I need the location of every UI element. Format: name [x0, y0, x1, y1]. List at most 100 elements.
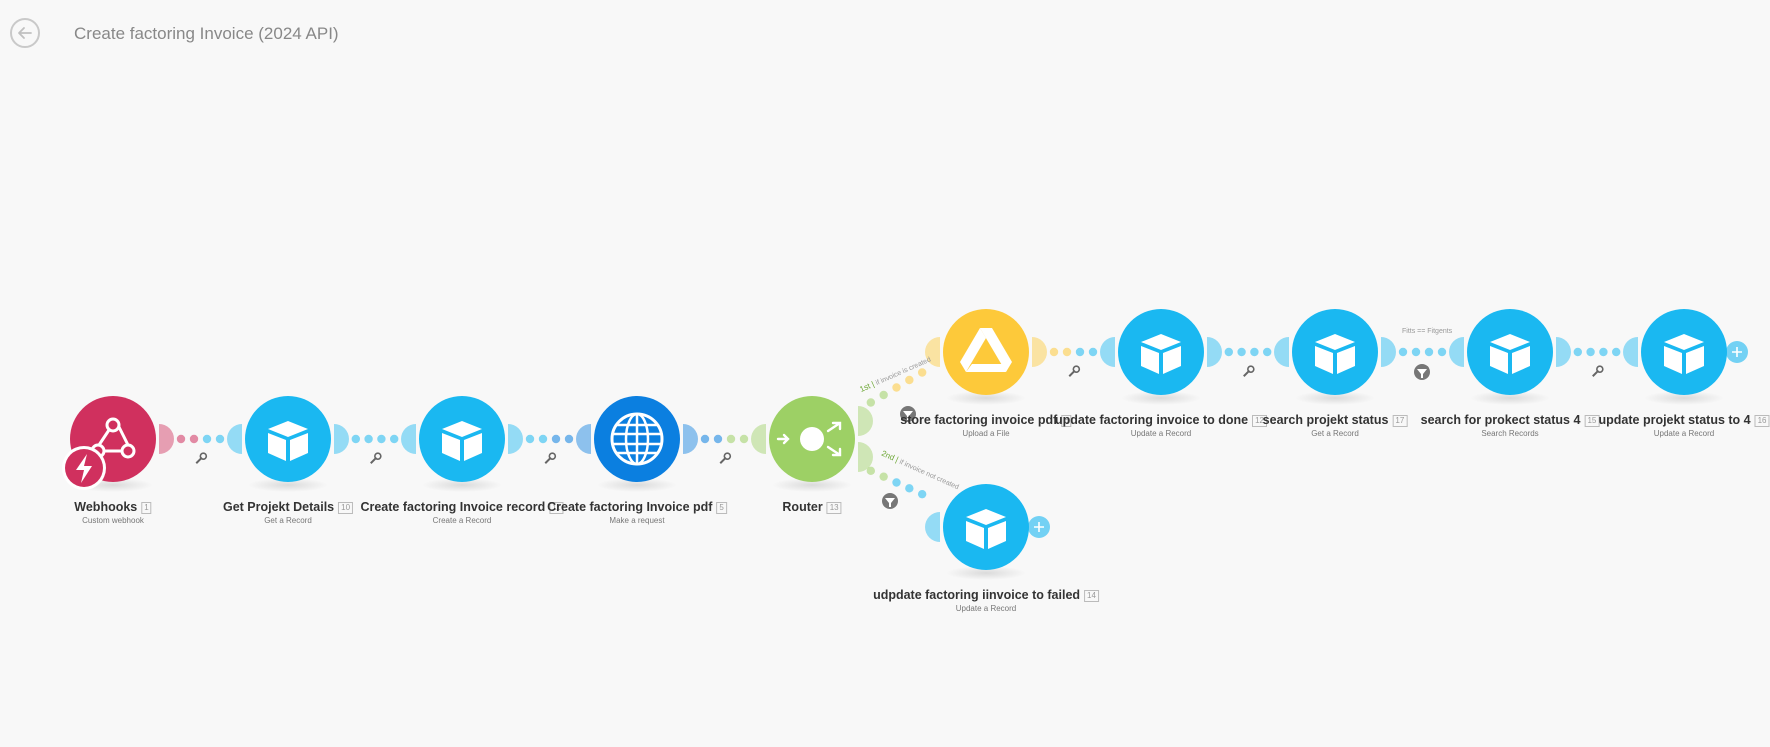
connector-dot: [1263, 347, 1272, 357]
module-number: 5: [716, 501, 727, 514]
module-handle[interactable]: [858, 406, 873, 436]
filter-icon[interactable]: [882, 493, 898, 509]
module-action: Update a Record: [1130, 429, 1192, 438]
module-name: Get Projekt Details: [222, 500, 335, 514]
module-handle[interactable]: [925, 337, 940, 367]
add-module-icon[interactable]: [1726, 341, 1748, 363]
connector-dot: [1424, 347, 1434, 357]
module-handle[interactable]: [1623, 337, 1638, 367]
module-handle[interactable]: [1207, 337, 1222, 367]
module-action: Upload a File: [962, 429, 1010, 438]
module-handle[interactable]: [683, 424, 698, 454]
module-handle[interactable]: [159, 424, 174, 454]
module-search-projekt-status[interactable]: [1292, 309, 1378, 405]
connector-dot: [1250, 347, 1259, 357]
add-module-icon[interactable]: [1028, 516, 1050, 538]
module-handle[interactable]: [508, 424, 523, 454]
connector-dot: [202, 434, 212, 444]
module-handle[interactable]: [401, 424, 416, 454]
module-number: 10: [338, 501, 354, 514]
connectors: [159, 337, 1638, 542]
module-handle[interactable]: [1274, 337, 1289, 367]
connector-dot: [713, 434, 723, 444]
wrench-icon[interactable]: [194, 452, 208, 465]
wrench-icon[interactable]: [1591, 365, 1604, 378]
connector-dot: [189, 434, 199, 444]
module-store-factoring-invoice-pdf[interactable]: [943, 309, 1029, 405]
module-handle[interactable]: [1556, 337, 1571, 367]
module-name: search projekt status: [1262, 413, 1389, 427]
module-create-factoring-invoice-record[interactable]: [419, 396, 505, 492]
module-name: search for prokect status 4: [1420, 413, 1581, 427]
module-update-projekt-status-to-4[interactable]: [1641, 309, 1727, 405]
instant-trigger-icon: [62, 446, 106, 490]
connector-dot: [551, 434, 561, 444]
module-handle[interactable]: [1100, 337, 1115, 367]
connector-dot: [1224, 347, 1234, 357]
module-handle[interactable]: [751, 424, 766, 454]
module-handle[interactable]: [858, 442, 873, 472]
connector-dot: [1411, 347, 1421, 357]
connector-dot: [1573, 347, 1583, 357]
connector-dot: [1237, 347, 1246, 357]
module-action: Search Records: [1481, 429, 1539, 438]
module-name: update projekt status to 4: [1598, 413, 1751, 427]
wrench-icon[interactable]: [718, 452, 732, 465]
module-update-factoring-invoice-to-done[interactable]: [1118, 309, 1204, 405]
module-create-factoring-invoice-pdf[interactable]: [594, 396, 680, 492]
connector-dot: [879, 472, 888, 481]
wrench-icon[interactable]: [1242, 365, 1255, 378]
connector-dot: [351, 434, 360, 444]
module-name: Create factoring Invoice record: [360, 500, 546, 514]
connector-dot: [879, 390, 888, 400]
module-router[interactable]: [769, 396, 855, 492]
module-action: Get a Record: [1311, 429, 1359, 438]
filter-icon[interactable]: [1414, 364, 1430, 380]
module-name: Webhooks: [74, 500, 138, 514]
connector-dot: [1599, 347, 1608, 357]
module-number: 6: [1061, 414, 1072, 427]
connector-dot: [1049, 347, 1059, 357]
module-number: 11: [549, 501, 564, 514]
connector-dot: [1398, 347, 1408, 357]
module-handle[interactable]: [227, 424, 242, 454]
globe-icon: [610, 412, 664, 466]
connector-dot: [1088, 347, 1098, 357]
module-number: 17: [1392, 414, 1408, 427]
connector-dot: [525, 434, 535, 444]
module-handle[interactable]: [1032, 337, 1047, 367]
module-number: 1: [141, 501, 152, 514]
module-number: 14: [1084, 589, 1099, 602]
module-udpdate-factoring-iinvoice-to-failed[interactable]: [943, 484, 1029, 580]
wrench-icon[interactable]: [543, 452, 557, 465]
connector-dot: [215, 434, 225, 444]
module-webhooks[interactable]: [62, 396, 156, 492]
module-action: Update a Record: [955, 604, 1017, 613]
module-get-projekt-details[interactable]: [245, 396, 331, 492]
back-button[interactable]: [10, 18, 40, 48]
connector-dot: [564, 434, 574, 444]
module-handle[interactable]: [1449, 337, 1464, 367]
wrench-icon[interactable]: [1067, 365, 1081, 378]
module-handle[interactable]: [925, 512, 940, 542]
connector-dot: [726, 434, 736, 444]
connector-dot: [364, 434, 373, 444]
wrench-icon[interactable]: [369, 452, 382, 465]
module-action: Get a Record: [264, 516, 312, 525]
module-handle[interactable]: [1381, 337, 1396, 367]
module-handle[interactable]: [334, 424, 349, 454]
module-handle[interactable]: [576, 424, 591, 454]
module-number: 15: [1584, 414, 1600, 427]
connector-dot: [892, 383, 901, 392]
filter-icon[interactable]: [900, 406, 916, 422]
connector-dot: [739, 434, 749, 444]
module-search-for-prokect-status-4[interactable]: [1467, 309, 1553, 405]
connector-dot: [905, 484, 914, 493]
connector-dot: [866, 398, 876, 407]
scenario-title: Create factoring Invoice (2024 API): [74, 24, 339, 43]
module-name: store factoring invoice pdf: [900, 413, 1058, 427]
